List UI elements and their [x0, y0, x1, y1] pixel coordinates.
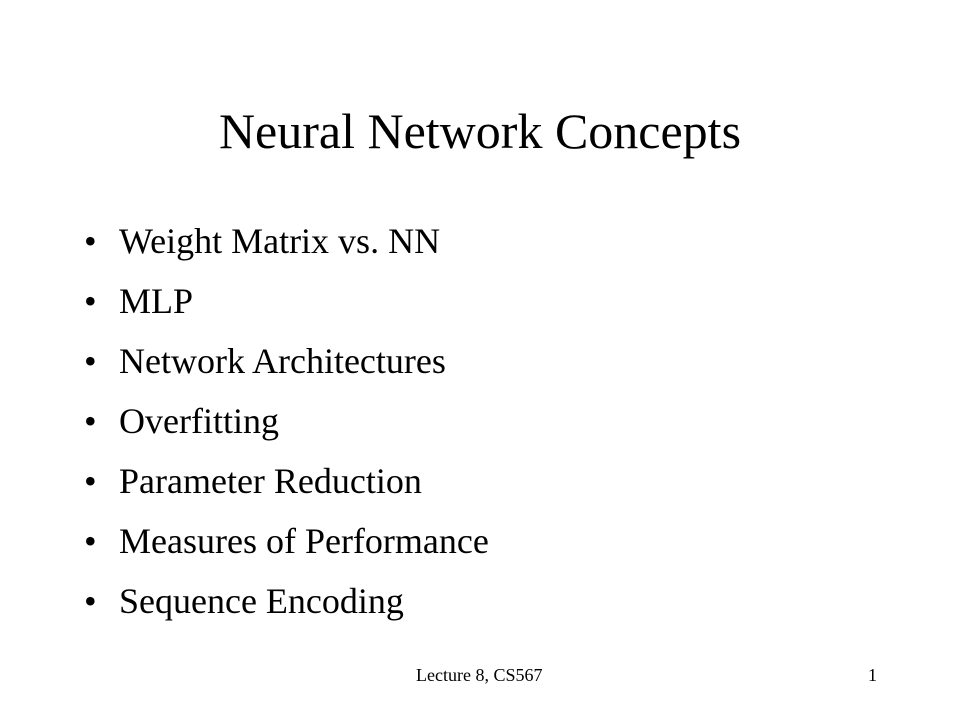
bullet-text: Measures of Performance: [119, 521, 489, 561]
bullet-item: • Measures of Performance: [84, 516, 489, 576]
bullet-marker: •: [84, 401, 97, 441]
bullet-text: Network Architectures: [119, 341, 446, 381]
bullet-item: • Weight Matrix vs. NN: [84, 216, 489, 276]
slide-title: Neural Network Concepts: [218, 103, 742, 159]
bullet-marker: •: [84, 461, 97, 501]
bullet-item: • MLP: [84, 276, 489, 336]
bullet-marker: •: [84, 521, 97, 561]
bullet-item: • Sequence Encoding: [84, 576, 489, 636]
bullet-text: Parameter Reduction: [119, 461, 422, 501]
bullet-marker: •: [84, 581, 97, 621]
bullet-text: MLP: [119, 281, 194, 321]
bullet-item: • Parameter Reduction: [84, 456, 489, 516]
bullet-marker: •: [84, 281, 97, 321]
bullet-text: Overfitting: [119, 401, 279, 441]
bullet-marker: •: [84, 221, 97, 261]
page-number: 1: [868, 665, 877, 685]
bullet-list: • Weight Matrix vs. NN • MLP • Network A…: [84, 216, 489, 636]
bullet-marker: •: [84, 341, 97, 381]
bullet-text: Sequence Encoding: [119, 581, 404, 621]
slide-footer: Lecture 8, CS567: [416, 665, 543, 685]
bullet-text: Weight Matrix vs. NN: [119, 221, 441, 261]
bullet-item: • Network Architectures: [84, 336, 489, 396]
bullet-item: • Overfitting: [84, 396, 489, 456]
